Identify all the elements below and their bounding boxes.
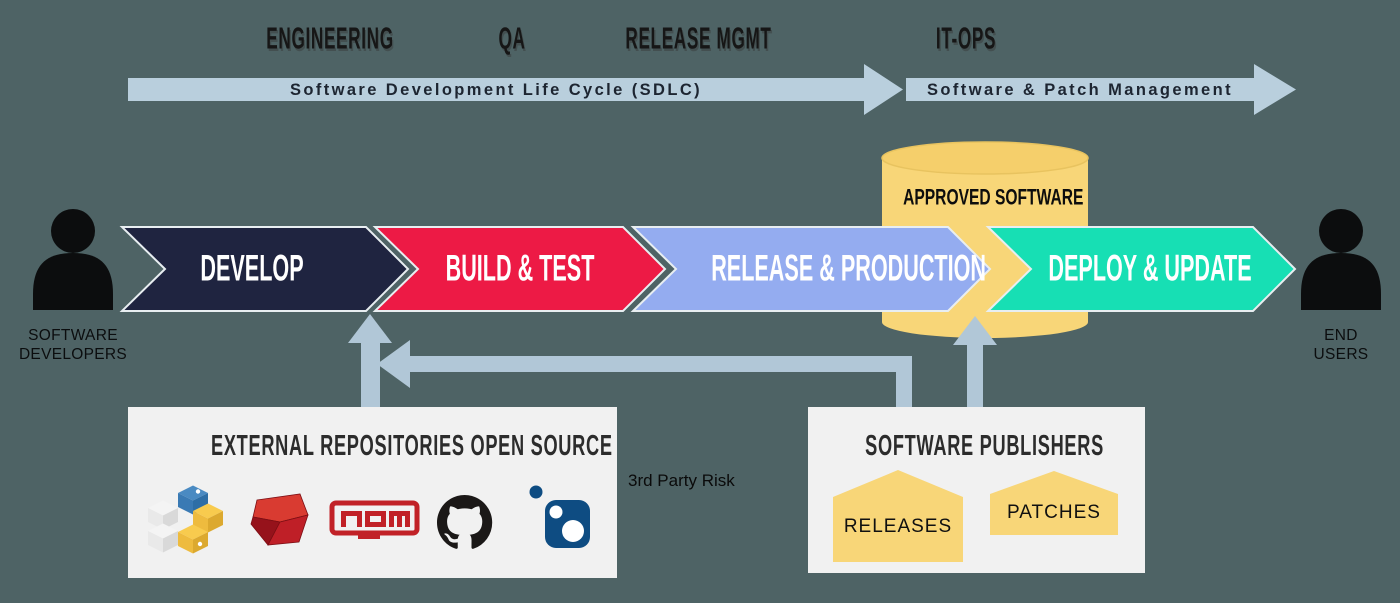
actor-icons [33, 209, 1381, 310]
chevron-release-production [630, 226, 992, 312]
lane-label-engineering: ENGINEERING [266, 20, 394, 56]
end-users-label-line1: END [1324, 327, 1358, 344]
github-icon [437, 495, 493, 549]
chevron-deploy-update-label: DEPLOY & UPDATE [1048, 247, 1252, 289]
chevron-build-test-label: BUILD & TEST [445, 247, 595, 289]
rubygems-icon [250, 493, 309, 546]
releases-house [833, 470, 963, 562]
chevron-deploy-update [985, 226, 1297, 312]
lane-label-qa: QA [498, 20, 526, 56]
software-publishers-title: SOFTWARE PUBLISHERS [865, 428, 1104, 462]
cylinder-bottom [882, 306, 1088, 338]
repos-up-arrow-head [348, 314, 392, 343]
publishers-left-arrow-head [377, 340, 410, 388]
connector-arrows [348, 314, 997, 407]
patches-house [990, 471, 1118, 535]
sdlc-band-arrow [128, 64, 903, 115]
approved-software-label: APPROVED SOFTWARE [903, 185, 1084, 211]
lane-label-it-ops: IT-OPS [935, 20, 997, 56]
pypi-icon [148, 485, 223, 554]
patch-band-label: Software & Patch Management [927, 81, 1233, 99]
external-repositories-title: EXTERNAL REPOSITORIES OPEN SOURCE [211, 428, 613, 462]
end-users-label: END USERS [1268, 326, 1400, 364]
software-developers-label-line1: SOFTWARE [28, 327, 118, 344]
third-party-risk-label: 3rd Party Risk [628, 471, 735, 490]
nuget-icon [529, 485, 590, 548]
developer-icon [33, 209, 113, 310]
publisher-houses [833, 470, 1118, 562]
end-user-icon [1301, 209, 1381, 310]
chevron-develop [119, 226, 410, 312]
end-users-label-line2: USERS [1313, 346, 1369, 363]
repository-logos [148, 485, 590, 554]
npm-icon [329, 500, 420, 539]
publishers-cylinder-arrow-head [953, 316, 997, 345]
patches-label: PATCHES [1007, 502, 1101, 523]
publishers-left-bar [405, 356, 912, 372]
publishers-cylinder-arrow-stem [967, 343, 983, 407]
patch-band-arrow [906, 64, 1296, 115]
chevron-build-test [372, 226, 667, 312]
flow-bands [128, 64, 1296, 115]
pipeline-chevrons [119, 226, 1297, 312]
lane-label-release-mgmt: RELEASE MGMT [625, 20, 772, 56]
software-developers-label-line2: DEVELOPERS [18, 346, 128, 363]
publishers-left-bar-stem [896, 356, 912, 407]
software-developers-label: SOFTWARE DEVELOPERS [0, 326, 146, 364]
chevron-develop-label: DEVELOP [200, 247, 304, 289]
chevron-release-production-label: RELEASE & PRODUCTION [711, 247, 987, 289]
cylinder-top [881, 141, 1089, 175]
repos-up-arrow-stem [361, 341, 380, 407]
sdlc-band-label: Software Development Life Cycle (SDLC) [289, 81, 703, 99]
releases-label: RELEASES [843, 516, 953, 537]
